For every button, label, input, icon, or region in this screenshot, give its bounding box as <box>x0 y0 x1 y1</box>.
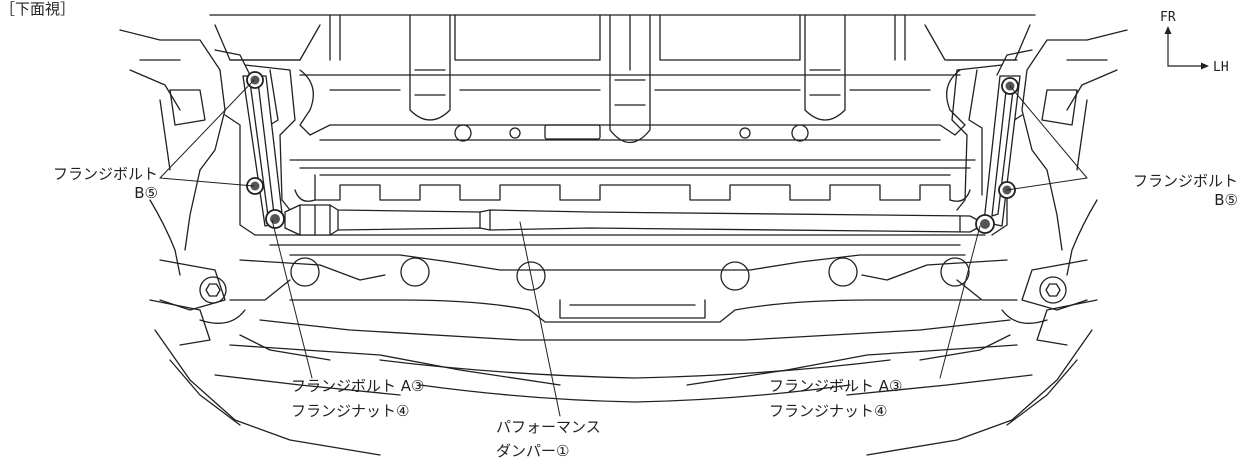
left-bolt-b-upper <box>246 71 264 89</box>
callout-right-flange-bolt-b-line1: フランジボルト <box>1132 172 1238 190</box>
left-arrow-icon <box>1201 62 1209 70</box>
callout-damper-line2: ダンパー① <box>496 442 570 460</box>
forward-arrow-icon <box>1164 26 1172 34</box>
left-bolt-a-nut <box>265 209 285 229</box>
right-side-structure <box>686 29 1128 456</box>
callout-left-bolt-a-line1: フランジボルト A③ <box>291 377 425 395</box>
view-title: ［下面視］ <box>0 0 76 18</box>
callout-damper-line1: パフォーマンス <box>496 418 601 436</box>
lower-subframe <box>239 234 1011 403</box>
callout-left-nut-line2: フランジナット④ <box>291 402 410 420</box>
callout-right-bolt-a-line1: フランジボルト A③ <box>769 377 903 395</box>
upper-frame <box>209 14 1036 202</box>
callout-left-flange-bolt-b-line2: B⑤ <box>134 184 158 202</box>
callout-right-nut-line2: フランジナット④ <box>769 402 888 420</box>
left-brace-bracket <box>242 75 284 227</box>
leader-lines <box>159 79 1088 417</box>
forward-label: FR <box>1160 10 1176 25</box>
left-hand-label: LH <box>1213 60 1229 75</box>
right-bolt-a-nut <box>975 214 995 234</box>
callout-left-flange-bolt-b-line1: フランジボルト <box>52 165 158 183</box>
callout-right-flange-bolt-b-line2: B⑤ <box>1214 191 1238 209</box>
left-bolt-b-lower <box>246 177 264 195</box>
right-brace-bracket <box>983 75 1021 227</box>
left-hex-fastener <box>199 276 227 304</box>
orientation-indicator <box>1164 26 1209 70</box>
performance-damper <box>284 204 986 236</box>
left-side-structure <box>119 29 561 456</box>
right-bolt-b-lower <box>998 181 1016 199</box>
right-hex-fastener <box>1039 276 1067 304</box>
